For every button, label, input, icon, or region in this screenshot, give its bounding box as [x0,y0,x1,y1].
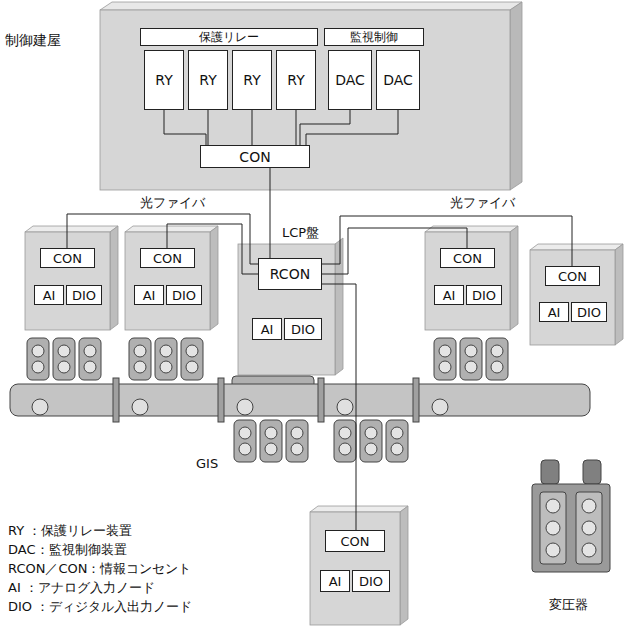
legend-entry: DAC：監視制御装置 [8,541,127,559]
device-box: RCON [258,258,322,290]
building-shape [100,2,522,190]
device-box: AI [539,302,569,322]
fiber-connector [270,168,271,258]
legend-entry: AI ：アナログ入力ノード [8,579,155,597]
panel-heading: LCP盤 [282,224,319,242]
device-box: DAC [328,50,372,110]
device-label: DIO [359,574,383,589]
fiber-connector [296,110,297,145]
annotation-label: 光ファイバ [450,194,515,212]
device-label: AI [329,574,342,589]
device-label: AI [43,288,56,303]
device-label: CON [340,534,369,549]
device-label: DAC [383,72,413,88]
annotation-label: GIS [196,456,218,471]
fiber-connector [208,110,209,145]
device-box: CON [40,248,95,268]
device-label: AI [548,305,561,320]
device-label: CON [53,251,82,266]
device-label: DIO [472,288,496,303]
device-box: DIO [66,285,102,305]
fiber-connector [164,110,206,145]
device-box: RY [232,50,272,110]
fiber-connector [306,110,398,145]
fiber-connector [252,110,253,145]
device-label: DIO [172,288,196,303]
device-label: DIO [291,322,315,337]
fiber-connector [322,284,356,530]
device-label: RY [155,72,172,88]
device-label: AI [443,288,456,303]
device-box: DIO [466,285,502,305]
device-box: DIO [571,302,607,322]
device-box: DIO [284,318,322,340]
legend-entry: DIO ：ディジタル入出力ノード [8,598,192,616]
device-label: RY [243,72,260,88]
enclosure: LCP盤RCONAIDIO [238,244,335,375]
device-label: CON [153,251,182,266]
device-box: DIO [166,285,202,305]
gis-equipment [10,338,590,462]
device-box: AI [320,570,350,592]
device-box: RY [144,50,184,110]
device-box: CON [140,248,195,268]
legend-entry: RCON／CON：情報コンセント [8,560,191,578]
device-box: DIO [352,570,390,592]
device-box: CON [325,530,385,552]
device-box: AI [434,285,464,305]
device-label: CON [453,251,482,266]
device-label: DIO [577,305,601,320]
device-box: CON [440,248,495,268]
device-box: CON [545,266,600,286]
transformer-illustration [532,460,610,572]
legend-entry: RY ：保護リレー装置 [8,522,132,540]
device-label: CON [239,149,270,165]
device-label: DAC [335,72,365,88]
device-group: 監視制御 DAC DAC [324,28,424,112]
device-label: RY [199,72,216,88]
device-box: AI [252,318,282,340]
device-label: CON [558,269,587,284]
device-label: AI [261,322,274,337]
device-label: AI [143,288,156,303]
fiber-connector [300,110,350,145]
enclosure: 制御建屋保護リレーRYRYRYRY監視制御DACDACCON [100,10,510,190]
device-box: DAC [376,50,420,110]
group-heading: 保護リレー [140,28,318,46]
device-box: AI [134,285,164,305]
group-heading: 監視制御 [324,28,424,46]
device-label: DIO [72,288,96,303]
device-box: AI [34,285,64,305]
annotation-label: 変圧器 [549,596,588,614]
device-label: RY [287,72,304,88]
annotation-label: 光ファイバ [140,194,205,212]
device-box: RY [188,50,228,110]
building-heading: 制御建屋 [5,32,61,50]
device-group: 保護リレー RY RY RY RY [140,28,318,112]
device-box: CON [200,145,310,168]
device-label: RCON [270,266,310,282]
device-box: RY [276,50,316,110]
